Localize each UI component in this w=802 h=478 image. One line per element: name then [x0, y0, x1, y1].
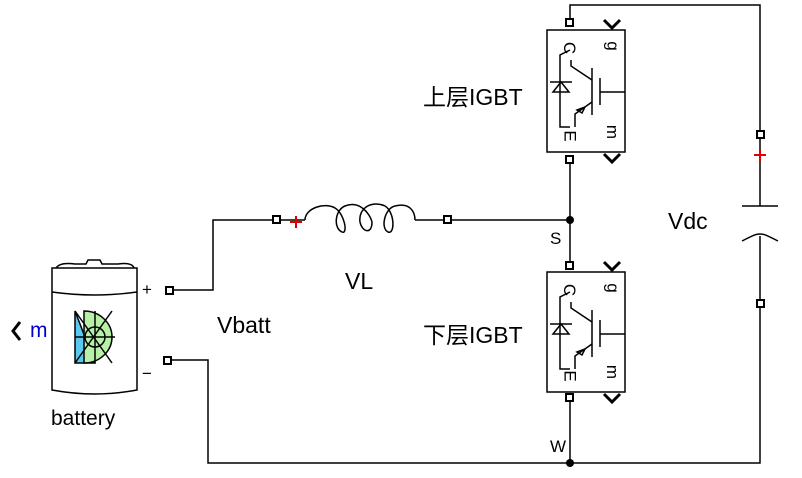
- wire-battery-minus[interactable]: [171, 308, 761, 464]
- upper-igbt-pin-g: g: [603, 41, 623, 51]
- port[interactable]: [565, 18, 574, 27]
- port[interactable]: [443, 215, 452, 224]
- node-s-label: S: [550, 229, 562, 248]
- wire-top[interactable]: [569, 4, 761, 133]
- plus-icon: [754, 149, 766, 161]
- upper-igbt-pin-c: C: [560, 41, 580, 55]
- lower-igbt-label: 下层IGBT: [423, 322, 523, 348]
- ports: [163, 18, 765, 402]
- upper-igbt-label: 上层IGBT: [423, 84, 523, 110]
- node-w: [566, 459, 574, 467]
- port[interactable]: [272, 215, 281, 224]
- port[interactable]: [756, 130, 765, 139]
- chevron-left-icon: [11, 321, 22, 341]
- lower-igbt-block[interactable]: [546, 260, 626, 405]
- port[interactable]: [565, 393, 574, 402]
- plus-icon: [290, 216, 302, 228]
- battery-measure-port-label: m: [30, 319, 48, 342]
- inductor-coil[interactable]: [280, 203, 444, 233]
- port[interactable]: [165, 286, 174, 295]
- battery-minus-label: −: [142, 364, 152, 383]
- upper-igbt-pin-e: E: [560, 130, 580, 142]
- lower-igbt-pin-e: E: [560, 370, 580, 382]
- wires: [171, 4, 761, 464]
- vbatt-label: Vbatt: [217, 312, 271, 338]
- upper-igbt-pin-m: m: [603, 124, 623, 140]
- lower-igbt-pin-m: m: [603, 364, 623, 380]
- node-w-label: W: [550, 437, 567, 456]
- capacitor-label: Vdc: [668, 208, 708, 234]
- lower-igbt-pin-g: g: [603, 283, 623, 293]
- battery-label: battery: [51, 407, 116, 430]
- port[interactable]: [565, 261, 574, 270]
- inductor-label: VL: [345, 268, 374, 294]
- wire-battery-plus[interactable]: [173, 219, 274, 291]
- battery-plus-label: +: [142, 280, 152, 299]
- node-s: [566, 216, 574, 224]
- battery-icon[interactable]: [51, 259, 138, 395]
- port[interactable]: [565, 155, 574, 164]
- lower-igbt-pin-c: C: [560, 283, 580, 297]
- port[interactable]: [756, 299, 765, 308]
- port[interactable]: [163, 356, 172, 365]
- upper-igbt-block[interactable]: [546, 18, 626, 165]
- capacitor-symbol[interactable]: [741, 205, 779, 242]
